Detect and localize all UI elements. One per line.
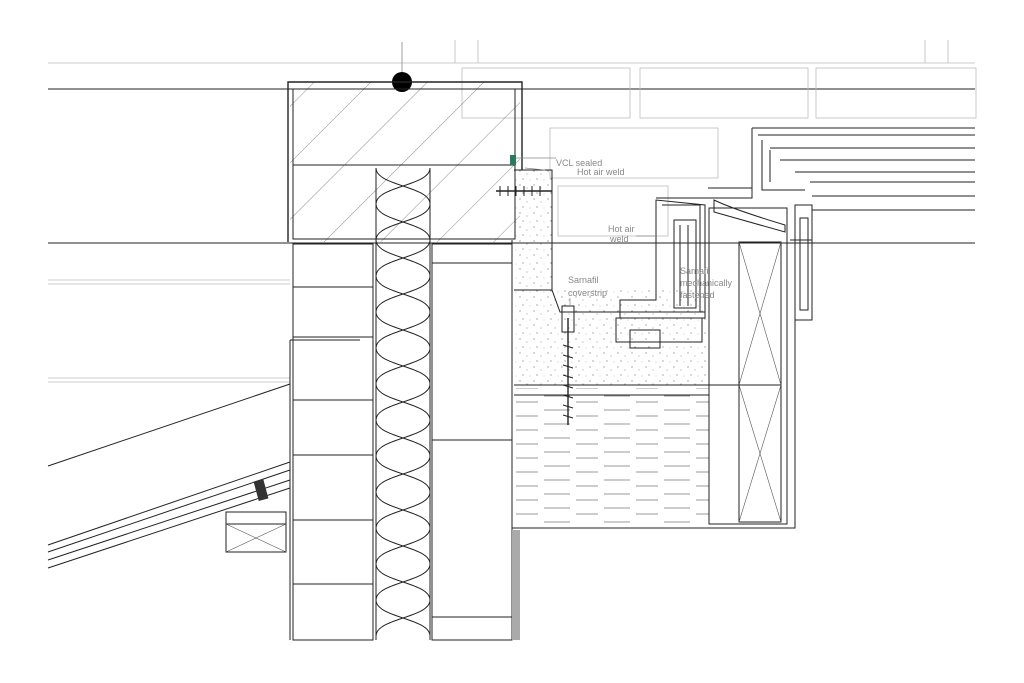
screw-fixing	[496, 186, 604, 425]
insulation-loop	[375, 239, 431, 277]
wall-section	[287, 81, 523, 641]
insulation-loop	[375, 527, 431, 565]
insulation-loop	[375, 599, 431, 637]
roof-upstand	[615, 187, 786, 349]
label-sarnafil-coverstrip-2: coverstrip	[568, 288, 607, 298]
insulation-loop	[375, 347, 431, 385]
concrete-upstand	[514, 169, 709, 386]
label-sarnafil-mech: Sarnafil	[680, 266, 711, 276]
insulation-quilt	[375, 167, 431, 640]
insulation-loop	[375, 491, 431, 529]
insulation-loop	[375, 203, 431, 241]
label-sarnafil-mech-3: fastened	[680, 290, 715, 300]
annotations: VCL sealed Hot air weld Hot air weld Sar…	[510, 155, 733, 306]
insulation-loop	[375, 563, 431, 601]
window-frame	[751, 127, 975, 321]
timber-post	[708, 207, 788, 525]
lower-masonry-strip	[512, 530, 520, 640]
label-hot-air-weld-mid-2: weld	[609, 234, 629, 244]
insulation-loop	[375, 311, 431, 349]
label-vcl-sealed: VCL sealed	[556, 158, 602, 168]
sloping-roof	[47, 383, 291, 569]
label-hot-air-weld-mid: Hot air	[608, 224, 635, 234]
insulation-loop	[375, 383, 431, 421]
insulation-loop	[375, 419, 431, 457]
label-sarnafil-mech-2: mechanically	[680, 278, 733, 288]
insulation-loop	[375, 275, 431, 313]
insulation-loop	[375, 167, 431, 205]
timber-deck	[512, 205, 796, 529]
label-sarnafil-coverstrip: Sarnafil	[568, 275, 599, 285]
label-hot-air-weld-top: Hot air weld	[577, 167, 625, 177]
insulation-loop	[375, 455, 431, 493]
